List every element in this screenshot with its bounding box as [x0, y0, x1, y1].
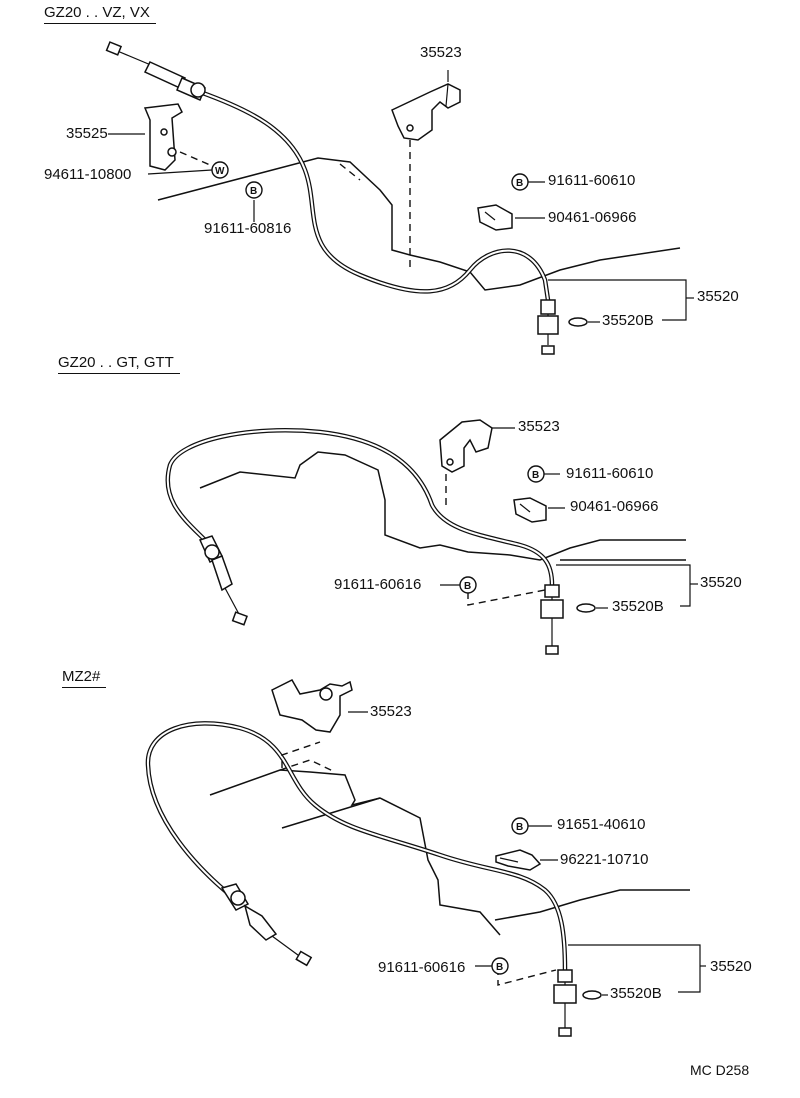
section-title: GZ20 . . GT, GTT	[58, 354, 180, 374]
clip-96221-icon	[495, 849, 542, 871]
clip-90461-icon	[513, 497, 547, 523]
part-label-ring: 35520B	[612, 598, 664, 615]
bolt-mark	[527, 465, 545, 483]
svg-text:B: B	[516, 178, 523, 189]
svg-text:B: B	[464, 581, 471, 592]
ring-35520b-icon	[568, 317, 588, 327]
section-3-drawing: B B	[145, 679, 706, 1037]
section-2-drawing: B B	[165, 419, 698, 655]
cable-end-fitting	[231, 611, 248, 626]
part-label-bolt-right: 91611-60610	[566, 465, 654, 482]
cable-throttle-fitting	[540, 299, 556, 315]
part-label-clip: 90461-06966	[548, 209, 637, 226]
clamp-35523-icon	[271, 679, 353, 733]
svg-text:B: B	[516, 822, 523, 833]
cable-throttle-fitting	[557, 969, 573, 983]
cable-end-fitting	[105, 41, 123, 56]
part-label-washer-bolt: 94611-10800	[44, 166, 132, 183]
part-label-clip: 96221-10710	[560, 851, 649, 868]
bracket-35525-icon	[143, 103, 183, 171]
part-label-bolt-lower: 91611-60616	[334, 576, 422, 593]
part-label-bolt-lower: 91611-60816	[204, 220, 292, 237]
section-title: GZ20 . . VZ, VX	[44, 4, 156, 24]
part-label-ring: 35520B	[602, 312, 654, 329]
cable-sleeve	[243, 904, 278, 941]
svg-text:B: B	[250, 186, 257, 197]
part-label-clamp: 35523	[420, 44, 462, 61]
section-1-drawing: W B B	[105, 41, 694, 355]
svg-text:B: B	[496, 962, 503, 973]
clip-90461-icon	[477, 204, 513, 231]
part-label-bolt-right: 91611-60610	[548, 172, 636, 189]
body-outline	[157, 157, 681, 291]
figure-code: MC D258	[690, 1062, 750, 1078]
part-label-ring: 35520B	[610, 985, 662, 1002]
svg-text:W: W	[215, 166, 225, 177]
bolt-mark	[511, 173, 529, 191]
ring-35520b-icon	[582, 990, 602, 1000]
ring-35520b-icon	[576, 603, 596, 613]
cable-main	[165, 428, 555, 588]
clamp-35523-icon	[439, 419, 493, 473]
bolt-mark	[511, 817, 529, 835]
cable-end-fitting	[295, 950, 313, 967]
part-label-bracket: 35525	[66, 125, 108, 142]
body-outline	[199, 451, 686, 561]
clamp-35523-icon	[391, 83, 461, 141]
part-label-clamp: 35523	[370, 703, 412, 720]
part-label-bolt-right: 91651-40610	[557, 816, 646, 833]
bolt-mark	[245, 181, 263, 199]
part-label-clip: 90461-06966	[570, 498, 659, 515]
part-label-cable: 35520	[700, 574, 742, 591]
cable-main	[145, 721, 568, 973]
washer-mark	[211, 161, 229, 179]
part-label-clamp: 35523	[518, 418, 560, 435]
part-label-cable: 35520	[710, 958, 752, 975]
svg-text:B: B	[532, 470, 539, 481]
cable-sleeve	[211, 555, 233, 592]
section-title: MZ2#	[62, 668, 107, 688]
bolt-mark	[459, 576, 477, 594]
bolt-mark	[491, 957, 509, 975]
body-hidden-edge	[339, 163, 361, 181]
part-label-cable: 35520	[697, 288, 739, 305]
part-label-bolt-lower: 91611-60616	[378, 959, 466, 976]
cable-throttle-fitting	[544, 584, 560, 598]
